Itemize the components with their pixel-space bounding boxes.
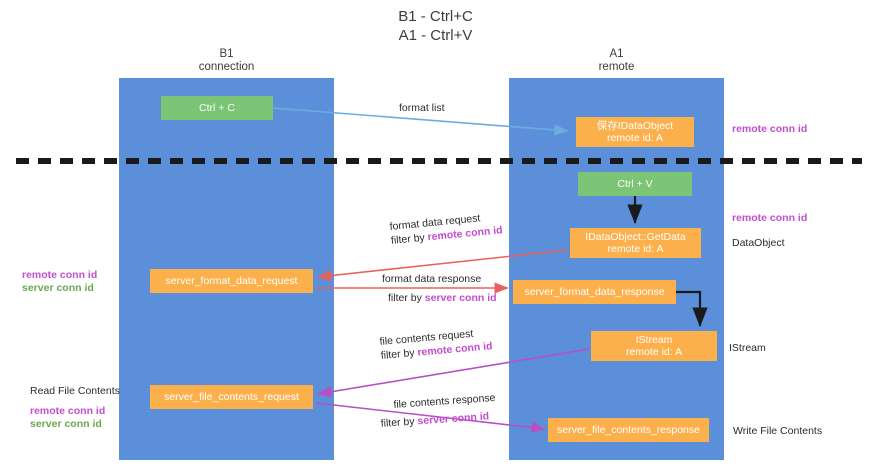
annotation-left-conn-ids: remote conn id server conn id <box>22 269 97 295</box>
box-idataobject-sublabel: remote id: A <box>606 132 664 144</box>
box-server-file-contents-request[interactable]: server_file_contents_request <box>150 385 313 409</box>
box-server-format-data-response-label: server_format_data_response <box>524 285 665 298</box>
box-getdata-sublabel: remote id: A <box>607 243 664 255</box>
annotation-remote-conn-id-mid: remote conn id <box>732 212 808 224</box>
box-istream[interactable]: IStream remote id: A <box>591 331 717 361</box>
annotation-read-file-contents: Read File Contents <box>30 385 120 397</box>
annotation-left-server-conn-id: server conn id <box>22 282 94 294</box>
box-idataobject-getdata[interactable]: IDataObject::GetData remote id: A <box>570 228 701 258</box>
box-getdata-label: IDataObject::GetData <box>585 230 686 243</box>
annotation-dataobject: DataObject <box>732 237 785 249</box>
filter-prefix: filter by <box>380 346 418 362</box>
box-server-format-data-request-label: server_format_data_request <box>165 274 298 287</box>
box-server-file-contents-response-label: server_file_contents_response <box>556 423 700 436</box>
annotation-left-remote-conn-id: remote conn id <box>22 269 98 281</box>
lane-header-b1-name: B1 <box>219 48 234 60</box>
annotation-left-read-file-block: Read File Contents remote conn id server… <box>30 385 120 431</box>
box-istream-sublabel: remote id: A <box>625 346 683 358</box>
arrow-file-contents-response <box>315 402 546 434</box>
label-format-data-response-text: format data response <box>382 273 482 285</box>
annotation-write-file-contents: Write File Contents <box>733 425 823 437</box>
filter-prefix: filter by <box>380 415 418 430</box>
page-title-line1: B1 - Ctrl+C <box>398 8 473 25</box>
box-idataobject[interactable]: 保存IDataObject remote id: A <box>576 117 694 147</box>
box-ctrl-c-label: Ctrl + C <box>199 101 235 114</box>
box-server-format-data-response[interactable]: server_format_data_response <box>513 280 676 304</box>
filter-prefix: filter by <box>388 292 425 304</box>
filter-key-server-conn-id: server conn id <box>424 292 497 304</box>
arrow-format-data-request <box>317 249 569 282</box>
annotation-istream: IStream <box>729 342 766 354</box>
box-server-file-contents-response[interactable]: server_file_contents_response <box>548 418 709 442</box>
lane-header-b1: B1 connection <box>119 48 334 74</box>
lane-header-b1-role: connection <box>198 61 255 73</box>
box-ctrl-c[interactable]: Ctrl + C <box>161 96 273 120</box>
page-title-line2: A1 - Ctrl+V <box>398 27 473 44</box>
arrow-format-list <box>272 107 569 136</box>
filter-prefix: filter by <box>390 231 429 247</box>
lane-header-a1: A1 remote <box>509 48 724 74</box>
box-idataobject-label: 保存IDataObject <box>596 119 674 132</box>
lane-header-a1-name: A1 <box>609 48 624 60</box>
box-server-file-contents-request-label: server_file_contents_request <box>164 390 299 403</box>
annotation-left-remote-conn-id-2: remote conn id <box>30 405 106 417</box>
lane-header-a1-role: remote <box>598 61 635 73</box>
box-ctrl-v[interactable]: Ctrl + V <box>578 172 692 196</box>
label-format-data-response-filter: filter by server conn id <box>388 291 497 305</box>
arrow-response-to-istream <box>676 290 708 328</box>
page-title: B1 - Ctrl+C A1 - Ctrl+V <box>0 7 871 45</box>
box-ctrl-v-label: Ctrl + V <box>617 177 653 190</box>
annotation-remote-conn-id-top: remote conn id <box>732 123 808 135</box>
box-istream-label: IStream <box>635 333 673 346</box>
arrow-file-contents-request <box>317 348 590 398</box>
label-format-data-response: format data response filter by server co… <box>382 272 497 305</box>
label-format-list: format list <box>399 101 445 115</box>
annotation-left-server-conn-id-2: server conn id <box>30 418 102 430</box>
label-format-list-text: format list <box>399 102 445 114</box>
phase-divider <box>16 158 862 164</box>
box-server-format-data-request[interactable]: server_format_data_request <box>150 269 313 293</box>
